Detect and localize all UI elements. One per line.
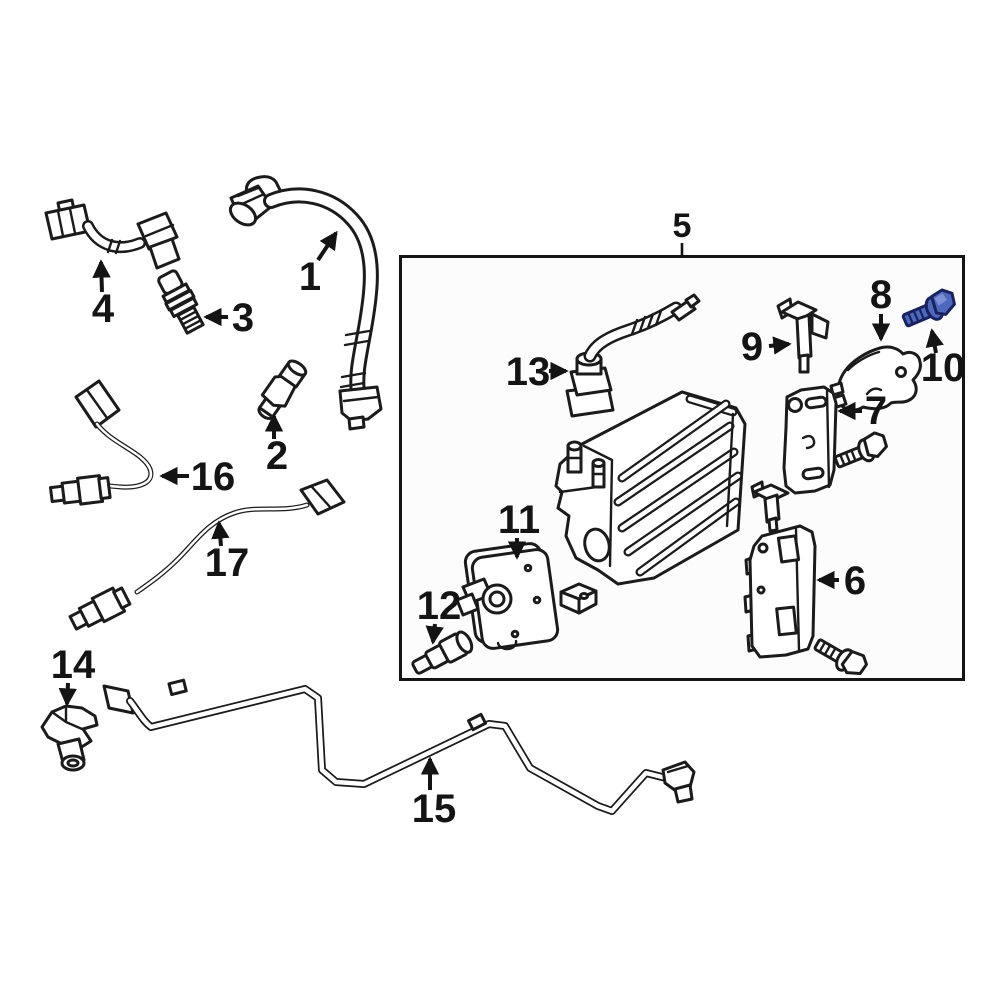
retainer-clip-lower	[559, 582, 598, 615]
part-12-arrow	[425, 623, 444, 645]
part-11-label: 11	[498, 498, 540, 542]
part-15-label: 15	[412, 787, 457, 831]
part-3[interactable]: 3	[154, 268, 254, 340]
part-11-drawing	[455, 542, 560, 651]
part-15[interactable]: 15	[102, 678, 696, 831]
part-8-label: 8	[870, 273, 892, 317]
part-5-label: 5	[673, 207, 692, 245]
part-10-label: 10	[921, 346, 966, 390]
part-17-label: 17	[205, 541, 250, 585]
part-4[interactable]: 4	[44, 198, 181, 331]
part-3-drawing	[157, 269, 205, 335]
part-14-arrow	[58, 682, 77, 707]
part-7[interactable]: 7	[782, 385, 887, 495]
part-3-label: 3	[232, 296, 254, 340]
part-7-drawing	[782, 385, 838, 495]
part-9[interactable]: 9	[741, 297, 830, 374]
part-6-label: 6	[844, 559, 866, 603]
part-17-arrow	[211, 520, 230, 547]
part-12-label: 12	[417, 584, 462, 628]
part-12[interactable]: 12	[409, 584, 475, 679]
part-14-label: 14	[51, 643, 96, 687]
part-13[interactable]: 13	[506, 293, 701, 418]
part-4-arrow	[92, 259, 111, 293]
part-10-arrow	[925, 328, 944, 354]
mounting-bolt-a	[833, 431, 888, 469]
part-13-drawing	[565, 293, 701, 418]
retainer-clip-upper	[750, 480, 790, 533]
mounting-bolt-b	[813, 638, 868, 675]
part-10-drawing	[901, 288, 956, 328]
part-13-label: 13	[506, 350, 551, 394]
part-7-label: 7	[865, 389, 887, 433]
part-2-label: 2	[266, 434, 288, 478]
part-16-label: 16	[191, 455, 236, 499]
part-1-drawing	[228, 175, 383, 431]
part-1-label: 1	[299, 255, 321, 299]
evap-canister-drawing	[554, 390, 747, 586]
part-16[interactable]: 16	[48, 379, 236, 508]
part-1[interactable]: 1	[226, 175, 383, 431]
part-12-drawing	[411, 630, 474, 675]
part-1-arrow	[316, 230, 338, 262]
part-4-drawing	[44, 198, 181, 270]
part-4-label: 4	[92, 287, 115, 331]
part-17[interactable]: 17	[67, 478, 346, 634]
part-15-drawing	[102, 678, 696, 815]
part-2[interactable]: 2	[253, 357, 310, 478]
part-16-drawing	[48, 379, 154, 506]
part-14-drawing	[40, 704, 99, 772]
part-11[interactable]: 11	[455, 498, 560, 651]
part-6[interactable]: 6	[743, 524, 866, 659]
part-9-label: 9	[741, 325, 763, 369]
part-6-drawing	[743, 524, 817, 659]
part-10[interactable]: 10	[900, 287, 966, 390]
part-2-drawing	[257, 359, 308, 420]
part-14[interactable]: 14	[40, 643, 99, 772]
part-17-drawing	[68, 478, 346, 631]
part-9-drawing	[776, 297, 830, 374]
part-9-arrow	[768, 336, 792, 355]
